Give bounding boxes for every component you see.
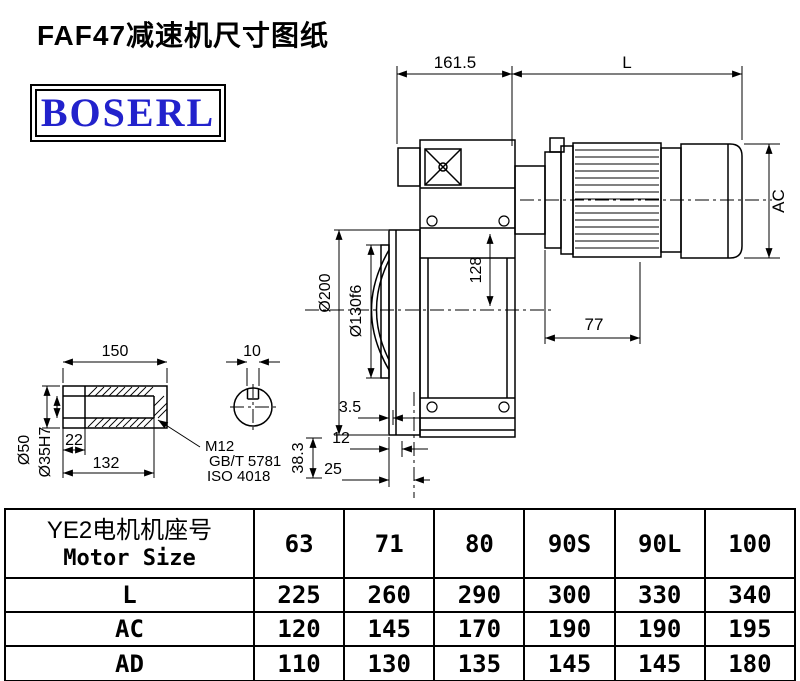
shaft-od-50-label: Ø50: [16, 435, 33, 465]
thread-m12-label: M12: [205, 438, 234, 455]
cell-ad-80: 135: [433, 645, 526, 681]
shaft-detail: [62, 385, 168, 429]
table-row-ad: AD 110 130 135 145 145 180: [4, 645, 797, 681]
gearbox-dimension-drawing: 161.5 L AC Ø200 Ø130f6 128 77: [16, 53, 788, 498]
cell-ad-63: 110: [252, 645, 346, 681]
cell-l-90s: 300: [523, 577, 616, 613]
brand-logo-inner-border: BOSERL: [35, 89, 221, 137]
dim-128-label: 128: [468, 257, 485, 284]
col-header-100: 100: [703, 508, 797, 579]
centerlines: [230, 199, 772, 498]
dim-ac: [744, 143, 780, 259]
cell-ac-71: 145: [343, 611, 436, 647]
table-header-cell: YE2电机机座号 Motor Size: [4, 508, 255, 579]
cell-ad-90s: 145: [523, 645, 616, 681]
brand-logo-text: BOSERL: [40, 90, 216, 135]
cell-ac-80: 170: [433, 611, 526, 647]
cell-ad-90l: 145: [613, 645, 706, 681]
cell-ad-71: 130: [343, 645, 436, 681]
cell-ac-100: 195: [703, 611, 797, 647]
dim-spigot-label: Ø130f6: [348, 285, 365, 338]
shaft-dims: [42, 358, 280, 478]
motor-outline: [514, 137, 743, 259]
cell-l-71: 260: [343, 577, 436, 613]
dim-25-label: 25: [324, 461, 342, 478]
col-header-63: 63: [252, 508, 346, 579]
cell-ac-63: 120: [252, 611, 346, 647]
row-label-ad: AD: [4, 645, 255, 681]
cell-l-100: 340: [703, 577, 797, 613]
header-english: Motor Size: [63, 545, 196, 571]
key-width-10-label: 10: [243, 343, 261, 360]
motor-cooling-fins: [575, 149, 659, 249]
output-flange: [370, 229, 421, 436]
gearbox-housing: [397, 139, 516, 438]
dim-38-3-label: 38.3: [290, 442, 307, 473]
table-header-row: YE2电机机座号 Motor Size 63 71 80 90S 90L 100: [4, 508, 797, 579]
shaft-end-view: [233, 387, 273, 427]
dim-161-5-label: 161.5: [434, 53, 477, 72]
col-header-71: 71: [343, 508, 436, 579]
shaft-len-150-label: 150: [102, 343, 129, 360]
cell-l-90l: 330: [613, 577, 706, 613]
dim-22-label: 22: [65, 432, 83, 449]
dim-12-label: 12: [332, 430, 350, 447]
table-row-l: L 225 260 290 300 330 340: [4, 577, 797, 613]
cell-ac-90s: 190: [523, 611, 616, 647]
dim-ac-label: AC: [769, 189, 788, 213]
dim-bottom: [306, 410, 430, 487]
dim-132-label: 132: [93, 455, 120, 472]
std-iso-label: ISO 4018: [207, 468, 270, 485]
brand-logo-box: BOSERL: [30, 84, 226, 142]
page-title: FAF47减速机尺寸图纸: [37, 20, 330, 51]
motor-size-table: YE2电机机座号 Motor Size 63 71 80 90S 90L 100…: [4, 508, 797, 681]
std-gb-label: GB/T 5781: [209, 453, 281, 470]
cell-ad-100: 180: [703, 645, 797, 681]
col-header-90s: 90S: [523, 508, 616, 579]
cell-l-80: 290: [433, 577, 526, 613]
row-label-ac: AC: [4, 611, 255, 647]
dim-top: [396, 66, 743, 146]
dim-flange: [334, 229, 388, 436]
cell-l-63: 225: [252, 577, 346, 613]
col-header-90l: 90L: [613, 508, 706, 579]
col-header-80: 80: [433, 508, 526, 579]
dim-3-5-label: 3.5: [339, 399, 361, 416]
table-row-ac: AC 120 145 170 190 190 195: [4, 611, 797, 647]
dim-77-label: 77: [585, 315, 604, 334]
dim-l-label: L: [622, 53, 631, 72]
dim-77: [544, 250, 641, 344]
gearbox-bolt-holes: [426, 215, 510, 413]
header-chinese: YE2电机机座号: [46, 516, 213, 544]
bore-35h7-label: Ø35H7: [37, 427, 54, 478]
shaft-hatching: [87, 386, 168, 428]
cell-ac-90l: 190: [613, 611, 706, 647]
dim-flange-od-label: Ø200: [317, 273, 334, 312]
row-label-l: L: [4, 577, 255, 613]
